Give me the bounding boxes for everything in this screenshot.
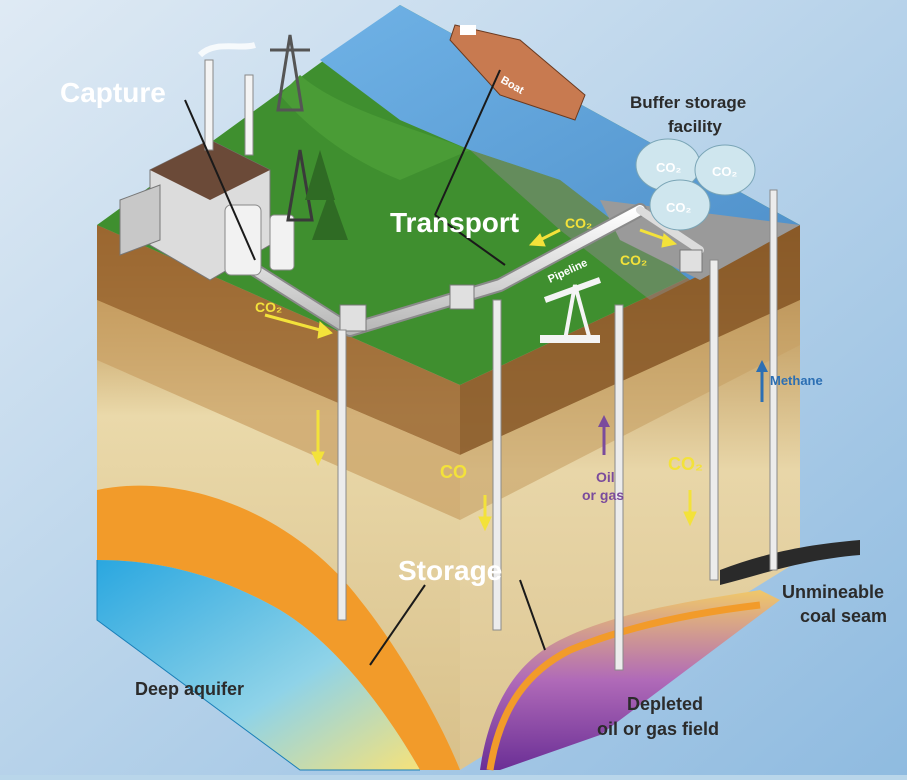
- buffer-storage-label-line2: facility: [668, 117, 722, 136]
- boat-icon: [449, 24, 586, 121]
- co2-flow-label-2: CO₂: [565, 215, 592, 231]
- aquifer-blue-layer: [97, 560, 420, 770]
- capture-label: Capture: [60, 77, 166, 108]
- transport-label: Transport: [390, 207, 519, 238]
- aquifer-orange-layer: [97, 485, 460, 770]
- tree-icon: [305, 150, 348, 240]
- depleted-label-line1: Depleted: [627, 694, 703, 714]
- power-plant-icon: [119, 42, 295, 281]
- coal-seam: [720, 540, 860, 585]
- pipeline-icon: [248, 203, 704, 337]
- deep-aquifer-label: Deep aquifer: [135, 679, 244, 699]
- left-face-geology: [96, 225, 460, 771]
- storage-tank-icon: [635, 138, 756, 231]
- well-valve-icon: [339, 249, 703, 332]
- oil-gas-label-line1: Oil: [596, 469, 615, 485]
- depleted-label-line2: oil or gas field: [597, 719, 719, 739]
- co2-arrows: [264, 228, 697, 532]
- storage-label: Storage: [398, 555, 502, 586]
- co2-flow-label-3: CO₂: [620, 252, 647, 268]
- coal-seam-label-line1: Unmineable: [782, 582, 884, 602]
- top-face-surface: [97, 5, 800, 385]
- power-pylon-icon: [270, 34, 314, 222]
- methane-label: Methane: [770, 373, 823, 388]
- leader-lines: [184, 69, 546, 666]
- gas-field-layer: [480, 590, 780, 770]
- tank-co2-label-1: CO₂: [656, 160, 682, 175]
- tank-co2-label-2: CO₂: [712, 164, 738, 179]
- coal-seam-label-line2: coal seam: [800, 606, 887, 626]
- pump-jack-icon: [540, 277, 602, 343]
- up-arrows: [598, 360, 768, 455]
- oil-gas-label-line2: or gas: [582, 487, 624, 503]
- co2-down-label-2: CO₂: [668, 454, 703, 474]
- buffer-storage-label-line1: Buffer storage: [630, 93, 746, 112]
- co2-down-label-1: CO: [440, 462, 467, 482]
- co2-flow-label-1: CO₂: [255, 299, 282, 315]
- tank-co2-label-3: CO₂: [666, 200, 692, 215]
- wells: [337, 189, 778, 671]
